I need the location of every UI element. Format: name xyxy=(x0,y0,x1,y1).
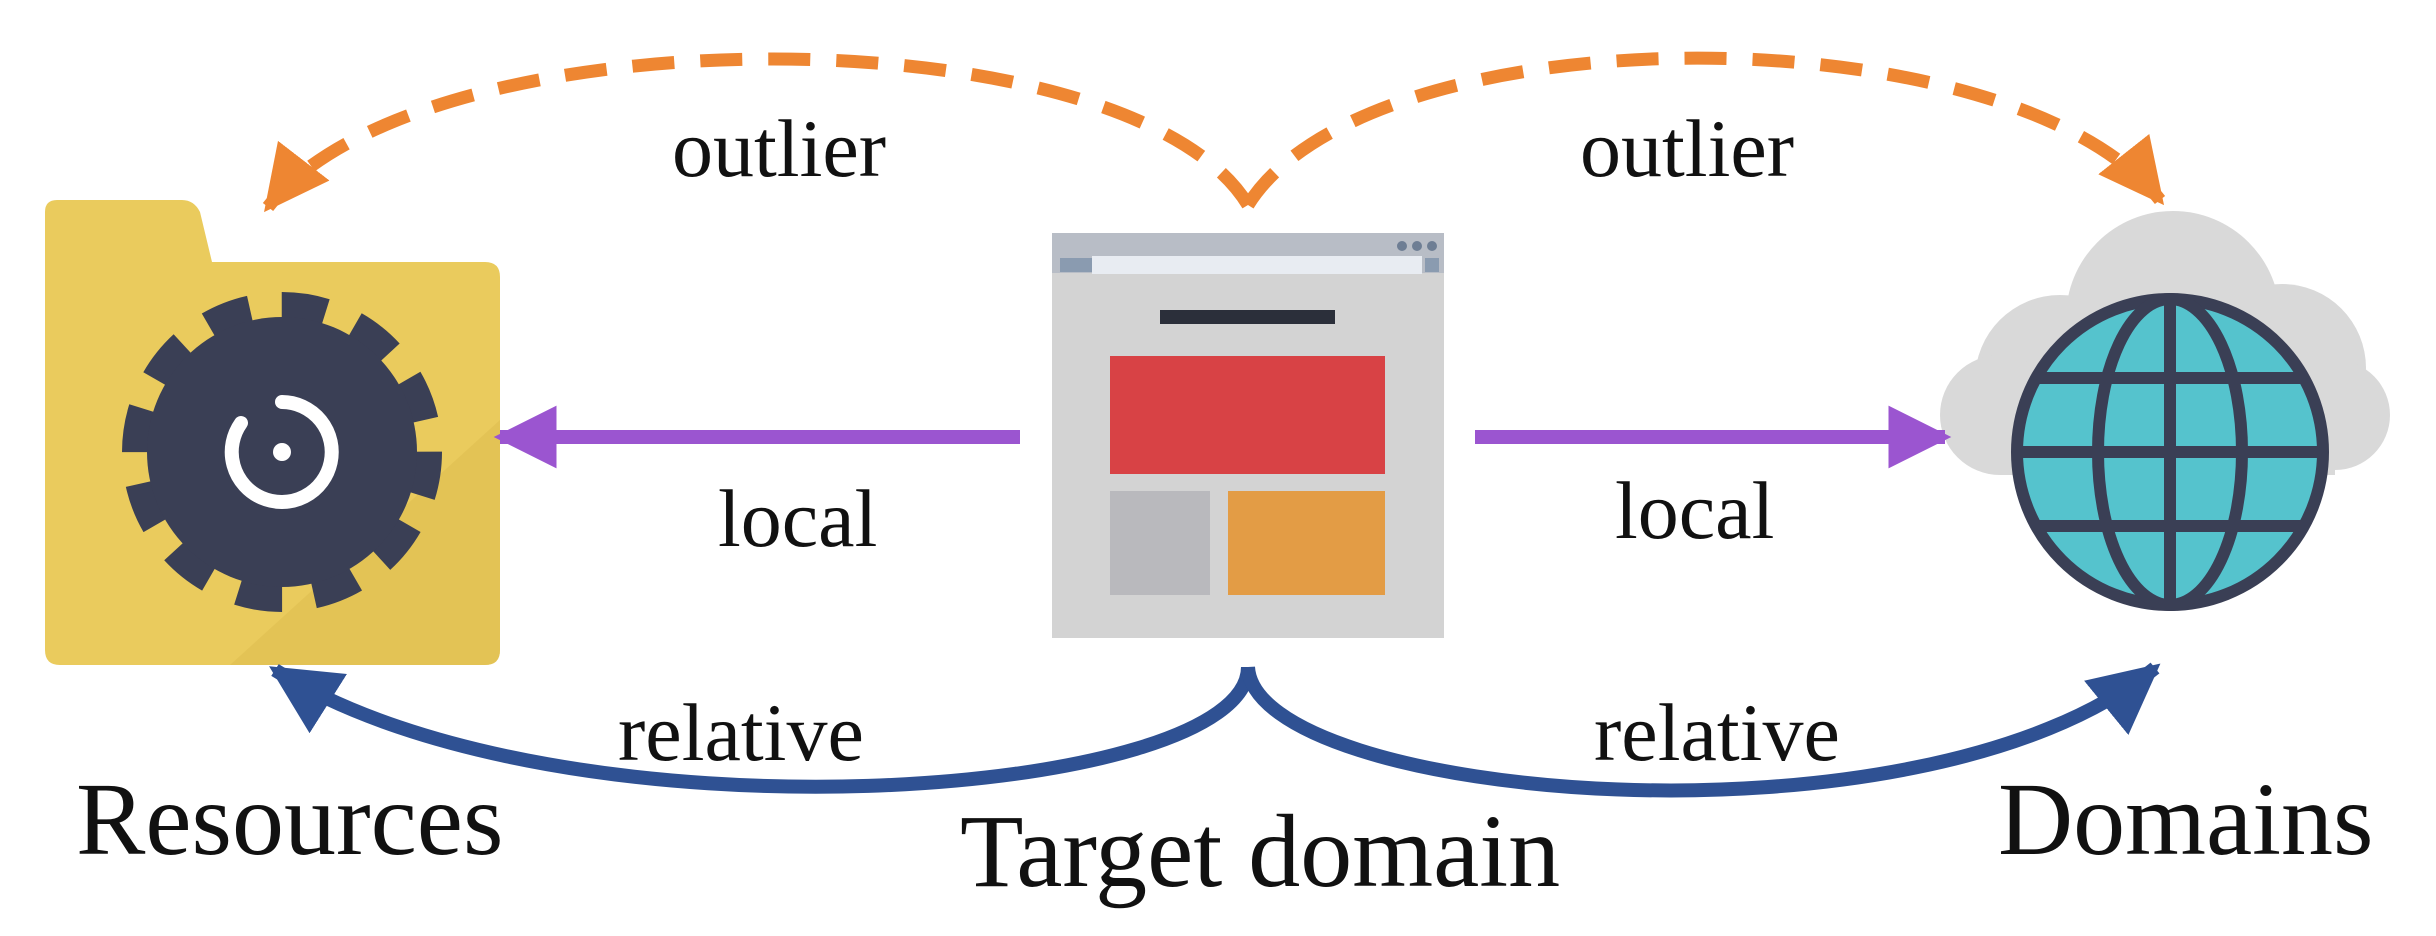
browser-window-icon xyxy=(1052,233,1444,638)
local-right-label: local xyxy=(1615,465,1775,556)
outlier-right-label: outlier xyxy=(1580,103,1795,194)
outlier-left-label: outlier xyxy=(672,103,887,194)
relative-right-label: relative xyxy=(1594,687,1840,778)
domains-label: Domains xyxy=(1998,762,2374,877)
relative-arrow-right xyxy=(1241,662,2161,798)
folder-gear-icon xyxy=(45,200,500,665)
relative-left-label: relative xyxy=(618,687,864,778)
outlier-arrow-left xyxy=(262,52,1254,213)
resources-label: Resources xyxy=(76,762,504,877)
local-left-label: local xyxy=(718,473,878,564)
cloud-globe-icon xyxy=(1940,211,2390,611)
globe-icon xyxy=(2011,293,2329,611)
target-domain-label: Target domain xyxy=(960,794,1561,909)
relative-arrow-left xyxy=(269,664,1255,794)
gear-icon xyxy=(122,292,442,612)
outlier-arrow-right xyxy=(1242,51,2166,209)
